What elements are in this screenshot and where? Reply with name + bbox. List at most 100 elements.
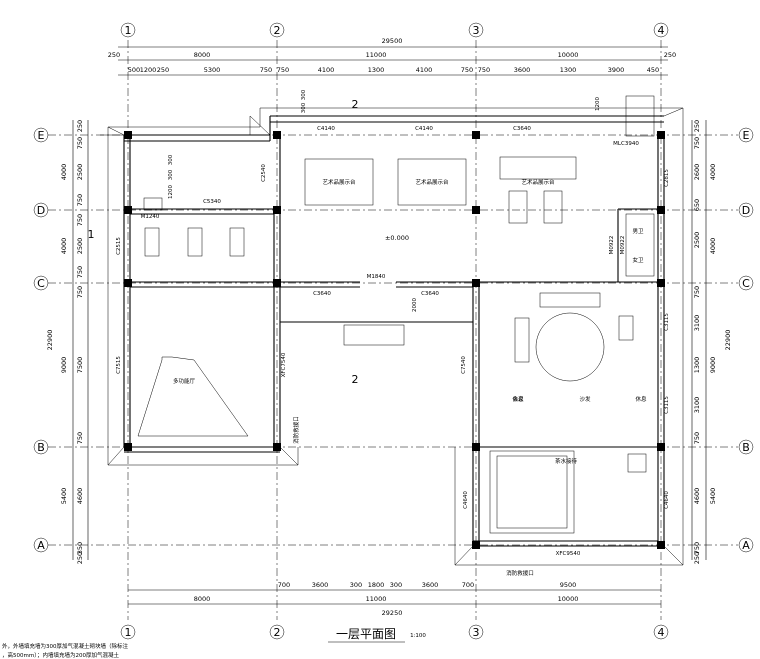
window-label: XFC9540 [556, 551, 581, 557]
axis-bubble [738, 202, 754, 218]
axis-bubble [269, 624, 285, 640]
axis-label: 2 [274, 24, 281, 37]
dim-top-detail: 450 [647, 66, 659, 74]
dim-top-detail: 750 [277, 66, 289, 74]
window-label: C4640 [463, 491, 469, 509]
structural-column [124, 131, 132, 139]
axis-bubble [653, 22, 669, 38]
axis-label: 4 [658, 626, 665, 639]
door-label: M0922 [609, 236, 615, 255]
dim-right-detail: 3100 [693, 397, 701, 414]
axis-label: 1 [125, 24, 132, 37]
window-label: C7540 [461, 356, 467, 374]
structural-column [657, 443, 665, 451]
dim-top-axis: 10000 [558, 51, 579, 59]
dim-right-detail: 750 [693, 432, 701, 444]
structural-column [657, 279, 665, 287]
fire-rescue-label: 消防救援口 [292, 416, 300, 444]
stair-dim: 300 [301, 102, 307, 113]
stair-dim: 2000 [412, 298, 418, 312]
axis-label: 3 [473, 24, 480, 37]
dim-left-detail: 750 [76, 214, 84, 226]
axis-label: A [37, 539, 45, 552]
window-label: C3115 [664, 313, 670, 331]
structural-column [124, 279, 132, 287]
dim-top-total: 29500 [382, 37, 403, 45]
dim-left-total: 22900 [46, 330, 54, 351]
structural-column [124, 443, 132, 451]
dim-top-detail: 1200 [140, 66, 157, 74]
dim-right-detail: 2600 [693, 164, 701, 181]
window-label: C5340 [203, 199, 221, 205]
drawing-title: 一层平面图 [336, 627, 396, 641]
window-label: C2515 [116, 237, 122, 255]
door-label: M1840 [367, 274, 386, 280]
dim-left-detail: 350 [76, 542, 84, 554]
window-label: C3640 [513, 126, 531, 132]
axis-label: B [37, 441, 45, 454]
window-label: C4140 [415, 126, 433, 132]
axis-label: 1 [125, 626, 132, 639]
axis-bubble [738, 127, 754, 143]
stair-dim: 300 [301, 89, 307, 100]
section-mark: 1 [88, 228, 95, 241]
note-line: ，高500mm）；内墙填充墙为200厚加气混凝土 [2, 651, 119, 659]
dim-top-detail: 1300 [368, 66, 385, 74]
structural-column [472, 131, 480, 139]
axis-bubble [738, 537, 754, 553]
dim-top-detail: 4100 [318, 66, 335, 74]
axis-label: C [742, 277, 750, 290]
window-label: C4640 [664, 491, 670, 509]
dim-left-detail: 7500 [76, 357, 84, 374]
dim-top-detail: 3600 [514, 66, 531, 74]
axis-label: B [742, 441, 750, 454]
dim-top-detail: 5300 [204, 66, 221, 74]
dim-left-detail: 750 [76, 137, 84, 149]
axis-bubble [468, 624, 484, 640]
dim-right-axis: 9000 [709, 357, 717, 374]
dim-top-detail: 500 [128, 66, 140, 74]
axis-label: D [742, 204, 750, 217]
room-label: 艺术品展示台 [415, 178, 449, 186]
axis-label: 4 [658, 24, 665, 37]
dim-top-detail: 750 [461, 66, 473, 74]
dim-left-detail: 250 [76, 120, 84, 132]
dim-top-detail: 1300 [560, 66, 577, 74]
window-label: C2815 [664, 169, 670, 187]
structural-column [273, 279, 281, 287]
dim-right-detail: 1300 [693, 357, 701, 374]
dim-right-detail: 750 [693, 137, 701, 149]
dim-right-detail: 750 [693, 542, 701, 554]
window-label: C7515 [116, 356, 122, 374]
axis-bubble [33, 202, 49, 218]
axis-label: C [37, 277, 45, 290]
dim-top-detail: 750 [260, 66, 272, 74]
dim-right-detail: 4600 [693, 488, 701, 505]
dim-left-detail: 750 [76, 194, 84, 206]
structural-column [472, 541, 480, 549]
room-label: 休息 [635, 395, 647, 403]
dim-right-detail: 250 [693, 120, 701, 132]
dim-left-detail: 2500 [76, 238, 84, 255]
dim-bottom-detail: 700 [278, 581, 290, 589]
dim-left-axis: 4000 [60, 164, 68, 181]
dim-right-axis: 4000 [709, 238, 717, 255]
axis-bubble [653, 624, 669, 640]
dim-top-detail: 250 [157, 66, 169, 74]
dim-left-detail: 250 [76, 552, 84, 564]
dim-top-axis: 8000 [194, 51, 211, 59]
structural-column [657, 206, 665, 214]
dim-right-total: 22900 [724, 330, 732, 351]
dim-right-detail: 650 [693, 199, 701, 211]
structural-column [273, 131, 281, 139]
fire-rescue-label: 消防救援口 [506, 569, 534, 577]
drawing-scale: 1:100 [410, 633, 426, 639]
dim-left-detail: 2500 [76, 164, 84, 181]
axis-bubble [33, 439, 49, 455]
axis-bubble [33, 127, 49, 143]
axis-bubble [269, 22, 285, 38]
door-label: M1240 [141, 214, 160, 220]
axis-bubble [33, 275, 49, 291]
axis-label: E [38, 129, 45, 142]
